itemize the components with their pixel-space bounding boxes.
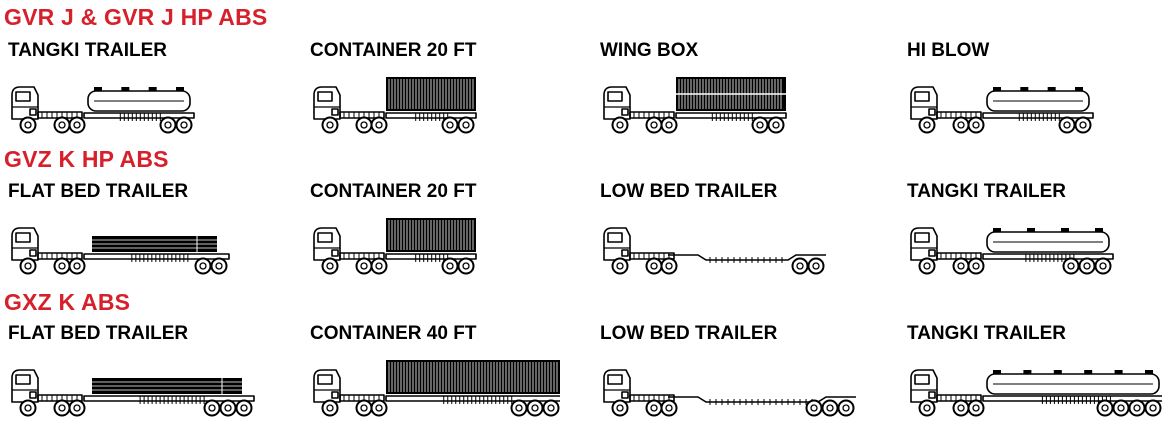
- lowbed-truck-icon: [603, 369, 856, 417]
- flatbed-truck-icon: [11, 369, 255, 417]
- item-label: WING BOX: [600, 40, 699, 61]
- item-label: CONTAINER 20 FT: [310, 40, 477, 61]
- tanker-truck-icon: [910, 369, 1162, 417]
- item-label: HI BLOW: [907, 40, 990, 61]
- container-truck-icon: [313, 360, 560, 417]
- tanker-truck-icon: [11, 86, 195, 134]
- item-label: TANGKI TRAILER: [8, 40, 168, 61]
- item-label: CONTAINER 40 FT: [310, 323, 477, 344]
- lowbed-truck-icon: [603, 227, 826, 275]
- item-label: FLAT BED TRAILER: [8, 323, 189, 344]
- container-truck-icon: [313, 218, 477, 275]
- section-title-gxz-k: GXZ K ABS: [4, 289, 131, 315]
- item-label: LOW BED TRAILER: [600, 181, 778, 202]
- section-title-gvz-k: GVZ K HP ABS: [4, 146, 169, 172]
- flatbed-truck-icon: [11, 227, 230, 275]
- item-label: FLAT BED TRAILER: [8, 181, 189, 202]
- wing-box-truck-icon: [603, 77, 787, 134]
- item-label: LOW BED TRAILER: [600, 323, 778, 344]
- item-label: CONTAINER 20 FT: [310, 181, 477, 202]
- section-title-gvr-j: GVR J & GVR J HP ABS: [4, 4, 268, 30]
- container-truck-icon: [313, 77, 477, 134]
- hi-blow-truck-icon: [910, 86, 1094, 134]
- item-label: TANGKI TRAILER: [907, 181, 1067, 202]
- item-label: TANGKI TRAILER: [907, 323, 1067, 344]
- tanker-truck-icon: [910, 227, 1114, 275]
